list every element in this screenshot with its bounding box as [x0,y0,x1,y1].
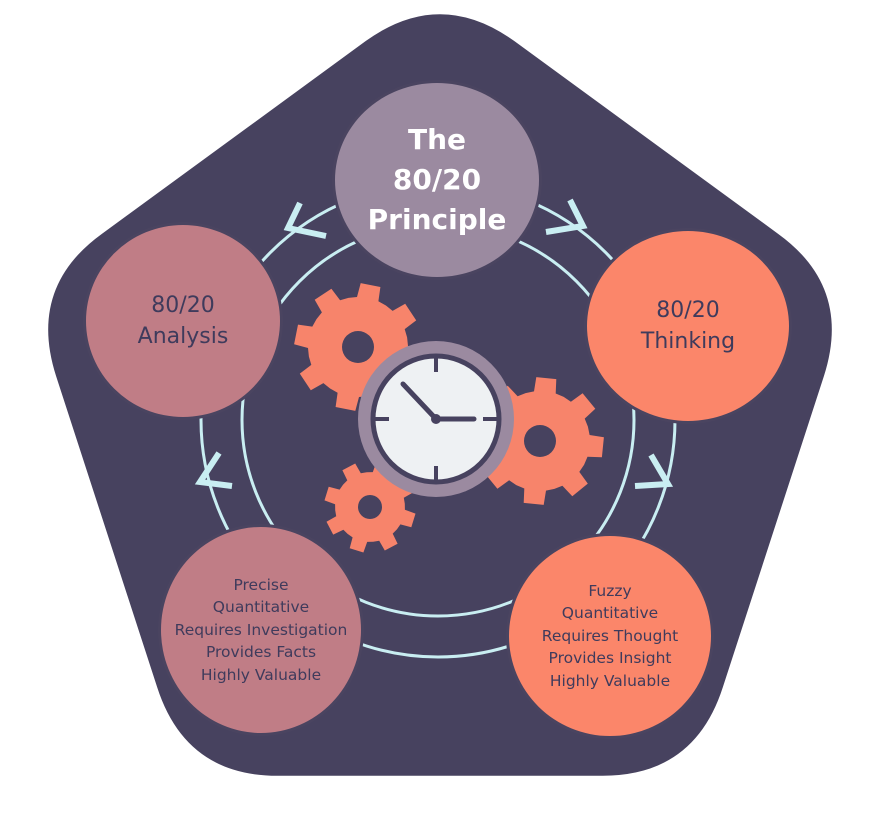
principle-title-line-2: 80/20 [392,163,482,196]
thinking-trait: Fuzzy [588,581,632,600]
thinking-node: 80/20 Thinking [584,228,792,424]
analysis-trait: Highly Valuable [200,665,322,684]
thinking-label-line-1: 80/20 [656,298,720,323]
analysis-trait: Requires Investigation [174,620,348,639]
thinking-label-line-2: Thinking [640,329,736,354]
gear-icon [324,461,416,553]
analysis-trait: Provides Facts [205,643,317,662]
analysis-traits-node: Precise Quantitative Requires Investigat… [158,524,364,736]
thinking-trait: Quantitative [561,604,659,623]
thinking-trait: Provides Insight [548,649,672,668]
clock-icon [358,341,514,497]
chevron-icon [545,198,588,235]
thinking-trait: Highly Valuable [549,671,671,690]
gear-shape [324,461,416,553]
chevron-icon [634,453,674,489]
analysis-trait: Quantitative [212,598,310,617]
principle-title-line-1: The [407,123,467,156]
principle-title-line-3: Principle [367,203,507,236]
chevron-icon [194,451,233,489]
thinking-traits-node: Fuzzy Quantitative Requires Thought Prov… [506,533,714,739]
chevron-icon [283,201,327,239]
analysis-trait: Precise [233,575,289,594]
analysis-label-line-1: 80/20 [151,293,215,318]
thinking-trait: Requires Thought [541,626,679,645]
principle-node: The 80/20 Principle [332,80,542,280]
analysis-label-line-2: Analysis [137,324,229,349]
analysis-node: 80/20 Analysis [83,222,283,420]
